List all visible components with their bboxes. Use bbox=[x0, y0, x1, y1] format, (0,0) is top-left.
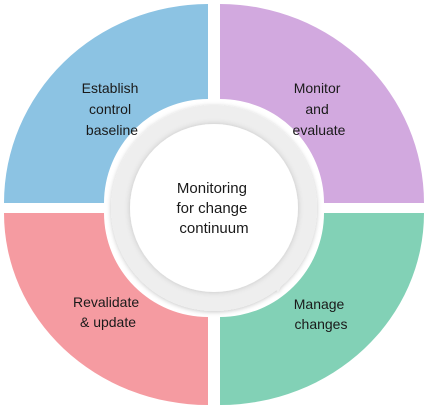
label-line: Revalidate bbox=[73, 294, 139, 310]
center-line: Monitoring bbox=[177, 180, 247, 197]
label-line: Monitor bbox=[294, 80, 341, 96]
label-line: Establish bbox=[82, 80, 139, 96]
label-revalidate-and-update: Revalidate & update bbox=[73, 294, 143, 330]
label-line: control bbox=[89, 101, 131, 117]
quadrant-monitor-and-evaluate bbox=[220, 4, 424, 203]
label-establish-control-baseline: Establish control baseline bbox=[82, 80, 143, 138]
label-line: & update bbox=[80, 314, 136, 330]
center-circle bbox=[130, 124, 298, 292]
center-title: Monitoring for change continuum bbox=[176, 180, 251, 237]
label-line: and bbox=[305, 101, 328, 117]
label-monitor-and-evaluate: Monitor and evaluate bbox=[293, 80, 346, 138]
center-line: for change bbox=[176, 200, 247, 217]
label-manage-changes: Manage changes bbox=[294, 296, 348, 332]
quadrant-manage-changes bbox=[220, 213, 424, 405]
center-line: continuum bbox=[179, 220, 248, 237]
label-line: Manage bbox=[294, 296, 345, 312]
quadrant-revalidate-and-update bbox=[4, 213, 208, 405]
label-line: baseline bbox=[86, 122, 138, 138]
label-line: changes bbox=[295, 316, 348, 332]
label-line: evaluate bbox=[293, 122, 346, 138]
quadrant-establish-control-baseline bbox=[4, 4, 208, 203]
